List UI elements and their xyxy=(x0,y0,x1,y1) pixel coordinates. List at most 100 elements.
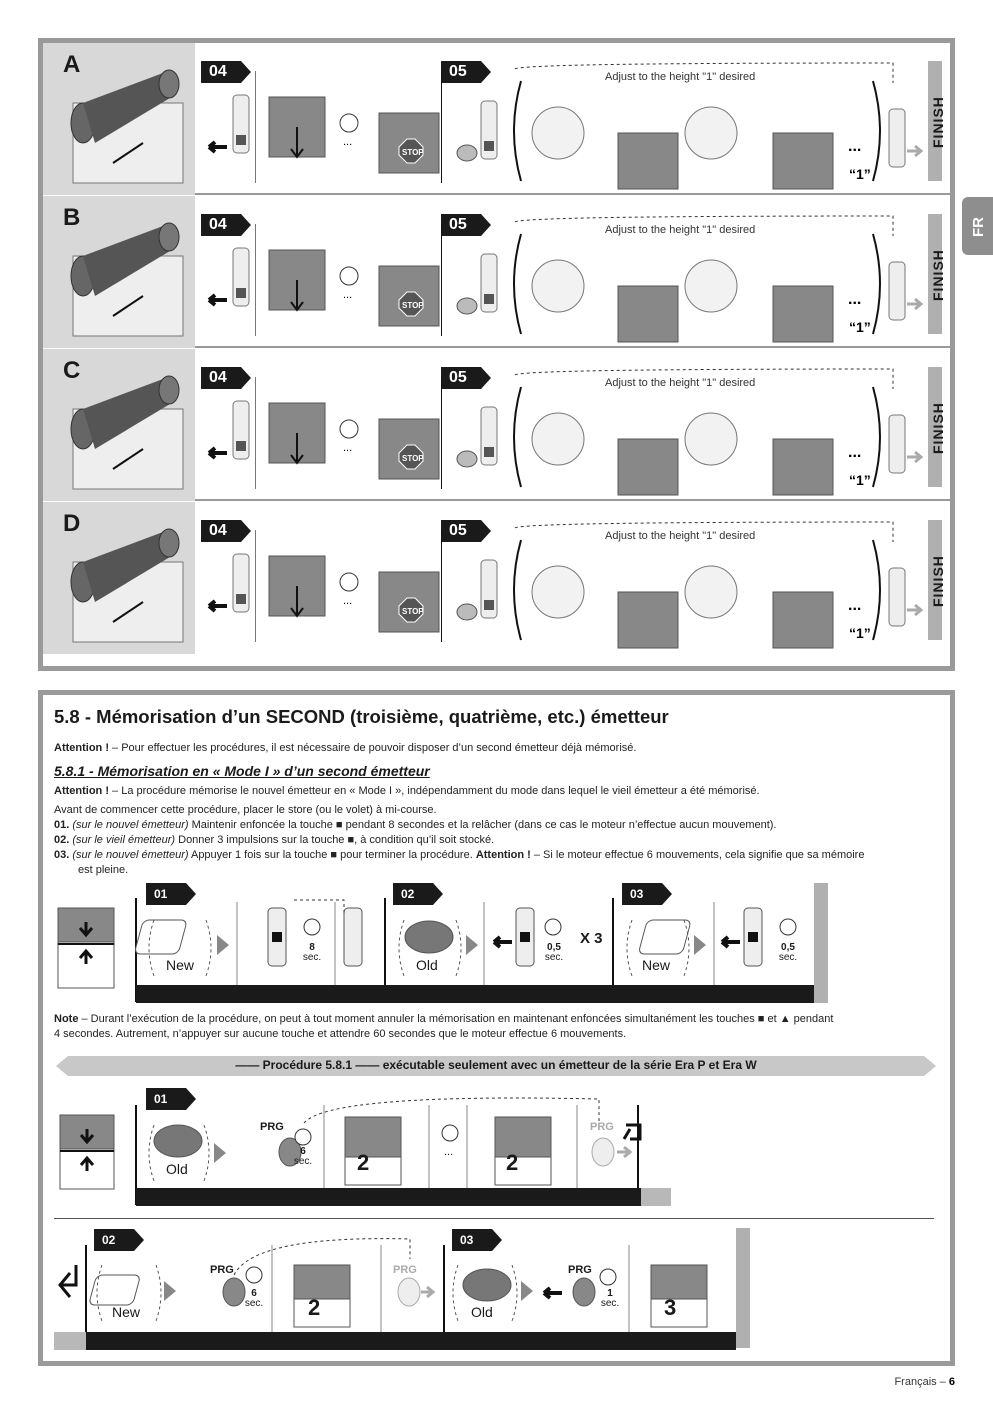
step-05-illustration: ... “1” xyxy=(456,215,923,343)
finish-bar-2 xyxy=(736,1228,750,1348)
row-illustration-area: D xyxy=(43,502,195,654)
row-illustration-area: B xyxy=(43,196,195,348)
wait-dots: ... xyxy=(343,289,352,301)
remote-old-label: Old xyxy=(416,957,438,973)
more-ellipsis: ... xyxy=(848,444,861,461)
section-heading: 5.8 - Mémorisation d’un SECOND (troisièm… xyxy=(54,706,669,727)
step-3-text: 03. (sur le nouvel émetteur) Appuyer 1 f… xyxy=(54,849,865,876)
intro-text: Avant de commencer cette procédure, plac… xyxy=(54,804,437,816)
time-unit: sec. xyxy=(244,1298,264,1309)
time-unit: sec. xyxy=(302,952,322,963)
step-tag: 04 xyxy=(201,367,251,389)
time-value: 0,5 xyxy=(781,942,795,953)
step-04-illustration: STOP ... xyxy=(207,247,440,327)
time-value: 8 xyxy=(309,942,315,953)
height-one-label: “1” xyxy=(849,472,871,488)
page-footer: Français – 6 xyxy=(894,1376,955,1388)
finish-bar xyxy=(928,367,942,487)
more-ellipsis: ... xyxy=(848,138,861,155)
language-tab-label: FR xyxy=(970,217,987,237)
step-tag: 04 xyxy=(201,520,251,542)
finish-bar xyxy=(814,883,828,1003)
panel-divider xyxy=(441,71,442,183)
step-05-illustration: ... “1” xyxy=(456,368,923,496)
motor-illustration xyxy=(70,69,184,184)
height-one-label: “1” xyxy=(849,319,871,335)
step-tag: 02 xyxy=(94,1229,144,1251)
finish-label: FINISH xyxy=(930,96,946,148)
time-value: 0,5 xyxy=(547,942,561,953)
blind-position-label: 3 xyxy=(664,1295,677,1320)
time-unit: sec. xyxy=(293,1156,313,1167)
step-tag: 05 xyxy=(441,214,491,236)
more-ellipsis: ... xyxy=(848,291,861,308)
finish-bar xyxy=(928,61,942,181)
step-2-text: 02. (sur le vieil émetteur) Donner 3 imp… xyxy=(54,834,495,846)
panel-divider xyxy=(441,377,442,489)
wait-dots: ... xyxy=(343,136,352,148)
prg-button-label: PRG xyxy=(210,1264,234,1276)
step-tag: 01 xyxy=(146,883,196,905)
sub-heading: 5.8.1 - Mémorisation en « Mode I » d’un … xyxy=(54,763,430,779)
stop-sign-label: STOP xyxy=(402,454,424,463)
step-tag: 01 xyxy=(146,1088,196,1110)
step-tag: 02 xyxy=(393,883,443,905)
wait-dots: ... xyxy=(343,442,352,454)
step-tag: 05 xyxy=(441,520,491,542)
finish-label: FINISH xyxy=(930,555,946,607)
procedure-banner: —— Procédure 5.8.1 —— exécutable seuleme… xyxy=(56,1056,936,1076)
panel-divider xyxy=(255,71,256,183)
sequence-2-bar xyxy=(136,1188,641,1206)
stop-sign-label: STOP xyxy=(402,607,424,616)
adjust-instruction: Adjust to the height "1" desired xyxy=(605,71,756,83)
stop-sign-label: STOP xyxy=(402,301,424,310)
language-tab[interactable]: FR xyxy=(962,197,993,255)
remote-new-label: New xyxy=(112,1304,141,1320)
time-value: 1 xyxy=(607,1288,613,1299)
row-d: D 04 STOP .. xyxy=(43,502,950,654)
divider xyxy=(54,1218,934,1219)
panel-divider xyxy=(255,530,256,642)
step-1-text: 01. (sur le nouvel émetteur) Maintenir e… xyxy=(54,819,777,831)
time-value: 6 xyxy=(251,1288,257,1299)
blind-position-label: 2 xyxy=(308,1295,321,1320)
remote-old-label: Old xyxy=(471,1304,493,1320)
remote-old-label: Old xyxy=(166,1161,188,1177)
sequence-1-illustration xyxy=(57,898,797,1002)
row-letter: A xyxy=(63,51,81,78)
repeat-count: X 3 xyxy=(580,930,603,947)
illustration-frame: A 04 STOP .. xyxy=(38,38,955,671)
step-05-illustration: ... “1” xyxy=(456,521,923,649)
time-unit: sec. xyxy=(544,952,564,963)
time-unit: sec. xyxy=(600,1298,620,1309)
row-a: A 04 STOP .. xyxy=(43,43,950,195)
finish-label: FINISH xyxy=(930,249,946,301)
adjust-instruction: Adjust to the height "1" desired xyxy=(605,224,756,236)
step-tag: 05 xyxy=(441,367,491,389)
remote-new-label: New xyxy=(166,957,195,973)
note-text: Note – Durant l’exécution de la procédur… xyxy=(54,1013,834,1040)
prg-button-label: PRG xyxy=(590,1121,614,1133)
sequence-2-illustration xyxy=(59,1097,642,1205)
row-b: B 04 STOP .. xyxy=(43,196,950,348)
more-ellipsis: ... xyxy=(848,597,861,614)
step-04-illustration: STOP ... xyxy=(207,400,440,480)
panel-divider xyxy=(441,530,442,642)
step-tag: 04 xyxy=(201,61,251,83)
blind-position-label: 2 xyxy=(357,1150,370,1175)
time-unit: sec. xyxy=(778,952,798,963)
step-tag: 03 xyxy=(622,883,672,905)
finish-bar xyxy=(928,520,942,640)
sequence-3-start xyxy=(54,1332,86,1350)
step-tag: 04 xyxy=(201,214,251,236)
panel-divider xyxy=(441,224,442,336)
prg-button-label: PRG xyxy=(568,1264,592,1276)
row-illustration-area: C xyxy=(43,349,195,501)
panel-divider xyxy=(255,224,256,336)
row-letter: C xyxy=(63,357,81,384)
height-one-label: “1” xyxy=(849,625,871,641)
stop-sign-label: STOP xyxy=(402,148,424,157)
wait-dots: ... xyxy=(343,595,352,607)
section-frame xyxy=(38,690,955,1366)
remote-new-label: New xyxy=(642,957,671,973)
